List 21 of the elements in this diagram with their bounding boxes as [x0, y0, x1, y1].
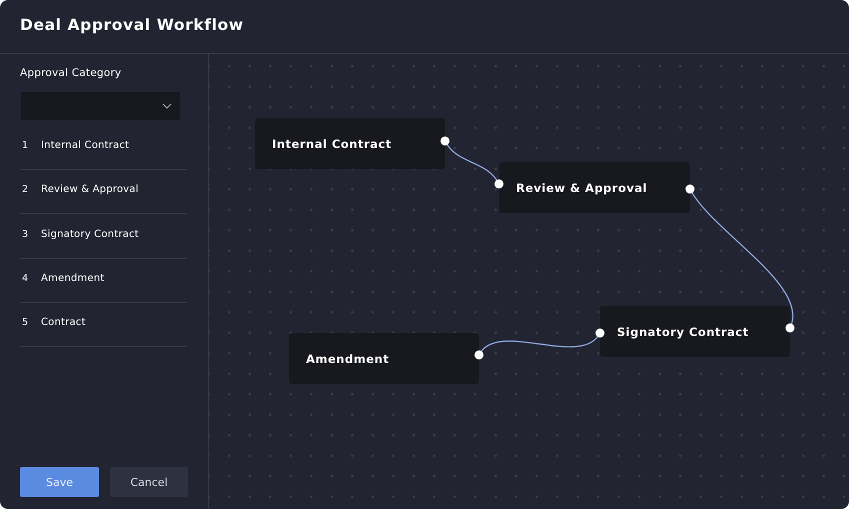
step-number: 5 [22, 317, 28, 328]
step-name: Contract [41, 317, 86, 328]
step-name: Review & Approval [41, 184, 139, 195]
step-name: Signatory Contract [41, 229, 139, 240]
step-name: Internal Contract [41, 140, 130, 151]
save-button: Save [20, 467, 99, 497]
workflow-step-box: Internal Contract [255, 118, 445, 169]
cancel-button: Cancel [110, 467, 188, 497]
connector-line [474, 328, 604, 360]
connector-line [440, 136, 504, 188]
field-label: Approval Category [20, 67, 122, 79]
workflow-step-box: Review & Approval [499, 162, 690, 213]
step-number: 3 [22, 229, 28, 240]
workflow-step-box: Signatory Contract [600, 306, 790, 357]
step-name: Amendment [41, 273, 104, 284]
step-number: 1 [22, 140, 28, 151]
workflow-step-box: Amendment [289, 333, 479, 384]
step-number: 2 [22, 184, 28, 195]
connector-line [686, 184, 794, 332]
dialog-title: Deal Approval Workflow [20, 16, 244, 34]
step-number: 4 [22, 273, 28, 284]
